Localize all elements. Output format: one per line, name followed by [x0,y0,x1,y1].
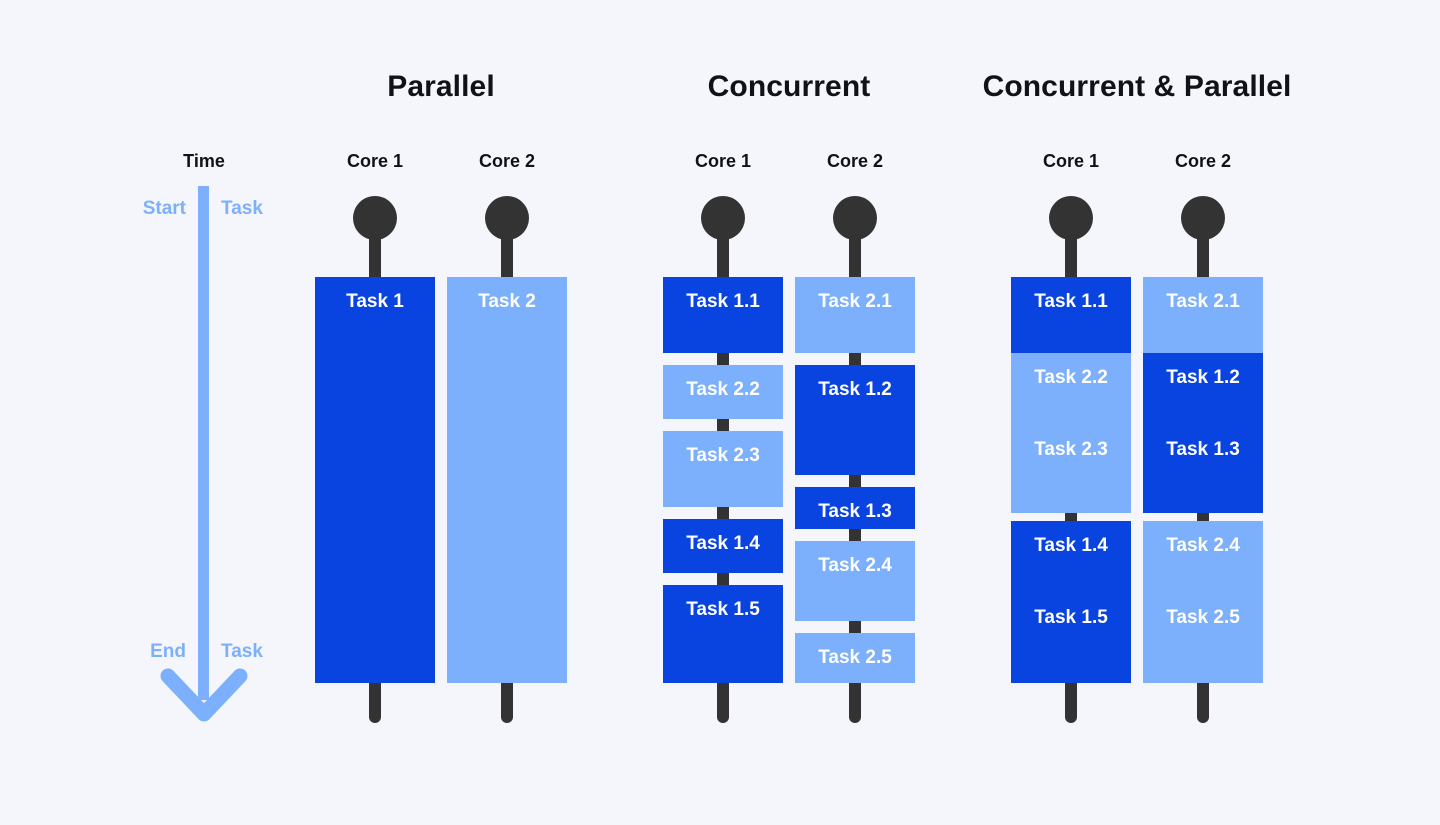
task-block[interactable]: Task 1.4 [663,519,783,573]
task-block[interactable]: Task 2.1 [1143,277,1263,353]
core-label-parallel-core-2: Core 2 [478,151,536,171]
task-block-label: Task 1.4 [686,533,760,554]
time-axis-header: Time [183,151,225,171]
time-axis-line [198,186,209,700]
core-block-connector [717,505,729,521]
core-end-stem [849,683,861,723]
task-block[interactable]: Task 2.3 [663,431,783,507]
core-end-stem [1065,683,1077,723]
task-block-label: Task 1.3 [1166,439,1240,460]
core-end-stem [369,683,381,723]
task-block-label: Task 2.5 [818,647,892,668]
core-end-stem [1197,683,1209,723]
core-start-knob-icon [353,196,397,240]
time-axis-end-label: End [150,641,186,662]
task-block-label: Task 2.5 [1166,607,1240,628]
time-axis-end-task-label: Task [221,641,263,662]
panel-title-concurrent: Concurrent [707,70,871,103]
core-end-stem [501,683,513,723]
core-start-knob-icon [701,196,745,240]
task-block-label: Task 2.1 [1166,291,1240,312]
core-block-connector [717,417,729,433]
task-block-label: Task 1.2 [1166,367,1240,388]
task-block[interactable]: Task 1.1 [1011,277,1131,353]
core-label-concurrent-core-1: Core 1 [694,151,752,171]
task-block-label: Task 1.3 [818,501,892,522]
task-block[interactable]: Task 1.1 [663,277,783,353]
core-start-knob-icon [485,196,529,240]
task-block[interactable]: Task 2.4 [795,541,915,621]
task-block-label: Task 2.3 [1034,439,1108,460]
time-axis-start-task-label: Task [221,198,263,219]
task-block[interactable]: Task 2 [447,277,567,683]
task-block[interactable]: Task 1.2 [795,365,915,475]
task-block-label: Task 1.1 [1034,291,1108,312]
core-block-connector [1065,511,1077,523]
time-axis-arrowhead [160,668,248,722]
task-block-label: Task 1.4 [1034,535,1108,556]
task-block-label: Task 1.5 [1034,607,1108,628]
task-block-label: Task 2.1 [818,291,892,312]
core-end-stem [717,683,729,723]
task-block[interactable]: Task 1.3 [795,487,915,529]
core-block-connector [1197,511,1209,523]
core-block-connector [717,351,729,367]
core-label-cp-core-1: Core 1 [1042,151,1100,171]
task-block-label: Task 2 [478,291,536,312]
task-block-label: Task 2.2 [1034,367,1108,388]
core-block-connector [849,619,861,635]
task-block-label: Task 1.2 [818,379,892,400]
core-block-connector [849,527,861,543]
task-block-label: Task 2.2 [686,379,760,400]
task-block-label: Task 1.5 [686,599,760,620]
task-block-label: Task 2.4 [1166,535,1240,556]
task-block-label: Task 1 [346,291,404,312]
core-block-connector [849,473,861,489]
panel-title-concurrent-parallel: Concurrent & Parallel [982,70,1292,103]
task-block[interactable]: Task 1 [315,277,435,683]
task-block[interactable]: Task 1.5 [663,585,783,683]
task-block-label: Task 2.4 [818,555,892,576]
panel-title-parallel: Parallel [387,70,495,103]
task-block[interactable]: Task 2.5 [795,633,915,683]
task-block[interactable]: Task 2.1 [795,277,915,353]
task-block[interactable]: Task 2.2 [663,365,783,419]
task-block-label: Task 1.1 [686,291,760,312]
core-label-cp-core-2: Core 2 [1174,151,1232,171]
core-start-knob-icon [1181,196,1225,240]
task-block-label: Task 2.3 [686,445,760,466]
core-block-connector [849,351,861,367]
core-block-connector [717,571,729,587]
core-start-knob-icon [1049,196,1093,240]
time-axis-start-label: Start [142,198,186,219]
core-label-concurrent-core-2: Core 2 [826,151,884,171]
core-start-knob-icon [833,196,877,240]
core-label-parallel-core-1: Core 1 [346,151,404,171]
